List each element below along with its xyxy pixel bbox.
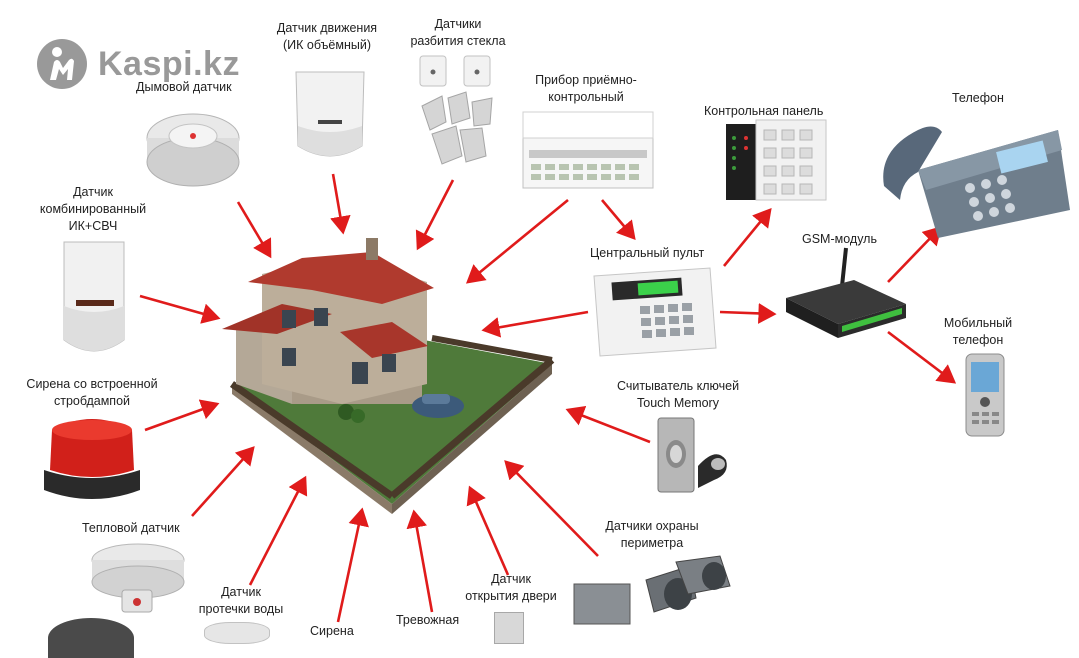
label-water-line2: протечки воды <box>198 602 284 616</box>
label-strobe-line1: Сирена со встроенной <box>26 377 158 391</box>
house-icon <box>222 238 555 514</box>
label-door-line2: открытия двери <box>465 589 557 603</box>
arrow-combined <box>139 294 221 324</box>
key-reader-icon <box>657 417 727 493</box>
label-door-line1: Датчик <box>491 572 531 586</box>
label-glass-line1: Датчики <box>434 17 482 31</box>
label-mobile-phone: Мобильный телефон <box>926 315 1030 349</box>
label-alarm: Тревожная <box>396 613 460 627</box>
label-key-reader-line1: Считыватель ключей <box>616 379 740 393</box>
label-water-line1: Датчик <box>221 585 261 599</box>
label-strobe-line2: стробдампой <box>53 394 131 408</box>
label-motion-line1: Датчик движения <box>276 21 378 35</box>
arrow-panel-central <box>601 199 636 240</box>
label-combined-sensor: Датчик комбинированный ИК+СВЧ <box>14 184 172 235</box>
combined-sensor-icon <box>63 241 125 352</box>
kaspi-logo-icon <box>37 39 87 89</box>
label-mobile-line1: Мобильный <box>943 316 1013 330</box>
heat-detector-icon <box>91 543 185 613</box>
control-unit-icon <box>522 111 654 189</box>
arrow-siren <box>336 507 369 623</box>
smoke-detector-icon <box>146 113 240 187</box>
label-motion-sensor: Датчик движения (ИК объёмный) <box>262 20 392 54</box>
label-key-reader-line2: Touch Memory <box>637 396 719 410</box>
arrow-strobe <box>144 399 220 432</box>
glass-break-sensor-icon <box>419 55 493 165</box>
label-smoke-detector: Дымовой датчик <box>136 80 232 94</box>
arrow-smoke <box>236 201 272 259</box>
label-perimeter-line1: Датчики охраны <box>605 519 699 533</box>
label-combined-line3: ИК+СВЧ <box>68 219 118 233</box>
arrow-heat <box>191 446 255 517</box>
label-control-panel: Контрольная панель <box>704 104 824 118</box>
partial-device-bottom-left <box>48 618 134 658</box>
arrow-door <box>466 485 510 576</box>
motion-sensor-icon <box>295 71 365 157</box>
arrow-central-gsm <box>719 303 777 324</box>
watermark: Kaspi.kz <box>36 38 240 90</box>
label-control-unit-line1: Прибор приёмно- <box>535 73 637 87</box>
label-glass-break: Датчики разбития стекла <box>396 16 520 50</box>
label-strobe-siren: Сирена со встроенной стробдампой <box>8 376 176 410</box>
label-glass-line2: разбития стекла <box>410 34 506 48</box>
partial-device-door <box>494 612 524 644</box>
label-central-console: Центральный пульт <box>590 246 705 260</box>
partial-device-water <box>204 622 270 644</box>
label-water-leak: Датчик протечки воды <box>186 584 296 618</box>
label-motion-line2: (ИК объёмный) <box>283 38 371 52</box>
label-telephone: Телефон <box>952 91 1004 105</box>
strobe-siren-icon <box>44 419 140 499</box>
label-door-sensor: Датчик открытия двери <box>454 571 568 605</box>
label-heat-detector: Тепловой датчик <box>82 521 180 535</box>
arrow-panel <box>465 198 569 284</box>
label-gsm-module: GSM-модуль <box>802 232 877 246</box>
central-console-icon <box>593 267 717 357</box>
arrow-central-house <box>481 310 589 338</box>
arrow-water <box>248 475 308 586</box>
label-control-unit-line2: контрольный <box>548 90 624 104</box>
arrow-central-keypad <box>722 207 772 267</box>
arrow-motion <box>330 173 351 235</box>
mobile-phone-icon <box>965 353 1005 437</box>
watermark-text: Kaspi.kz <box>98 44 240 83</box>
arrow-glass <box>415 179 455 251</box>
label-control-unit: Прибор приёмно- контрольный <box>520 72 652 106</box>
label-perimeter: Датчики охраны периметра <box>592 518 712 552</box>
arrow-gsm-mobile <box>887 330 957 384</box>
arrow-key-reader <box>565 405 651 444</box>
connection-arrows <box>139 173 957 623</box>
label-key-reader: Считыватель ключей Touch Memory <box>600 378 756 412</box>
arrow-alarm <box>406 509 434 613</box>
label-mobile-line2: телефон <box>952 333 1004 347</box>
label-perimeter-line2: периметра <box>620 536 684 550</box>
label-combined-line1: Датчик <box>73 185 113 199</box>
perimeter-sensor-icon <box>573 555 731 625</box>
arrow-gsm-phone <box>887 226 942 283</box>
keypad-icon <box>726 119 827 201</box>
desk-phone-icon <box>883 126 1070 238</box>
gsm-module-icon <box>786 247 906 338</box>
label-combined-line2: комбинированный <box>39 202 147 216</box>
arrow-perimeter <box>504 460 599 557</box>
label-siren: Сирена <box>310 624 354 638</box>
